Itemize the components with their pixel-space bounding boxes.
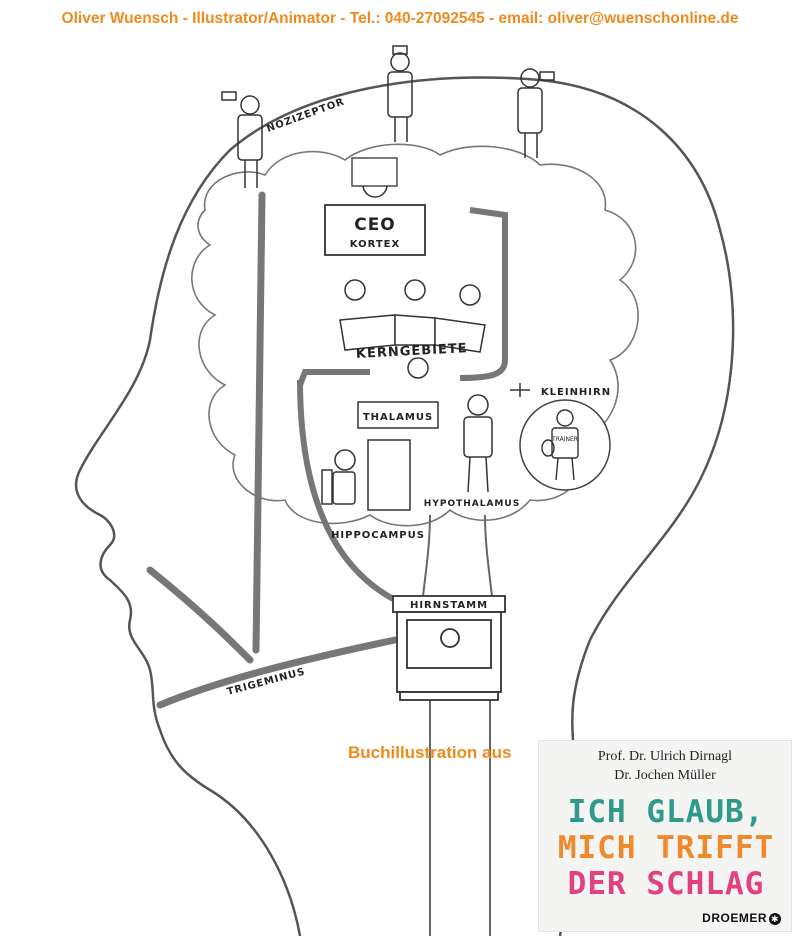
nozizeptor-label: NOZIZEPTOR bbox=[265, 96, 346, 134]
trigeminus-nerve bbox=[146, 566, 399, 709]
publisher-logo: DROEMER✱ bbox=[702, 911, 781, 925]
book-title-line-1: ICH GLAUB, bbox=[567, 794, 765, 830]
observer-figure-right bbox=[517, 68, 555, 158]
hirnstamm-booth bbox=[392, 595, 506, 701]
kortex-label: KORTEX bbox=[350, 239, 400, 250]
thalamus-pathway bbox=[297, 369, 370, 387]
observer-figure-middle bbox=[387, 45, 413, 142]
book-authors: Prof. Dr. Ulrich Dirnagl Dr. Jochen Müll… bbox=[539, 741, 791, 785]
publisher-name: DROEMER bbox=[702, 911, 767, 925]
ceo-kortex-desk bbox=[324, 157, 426, 256]
kleinhirn-bubble bbox=[519, 399, 611, 491]
trainer-figure bbox=[541, 409, 579, 481]
book-cover: Prof. Dr. Ulrich Dirnagl Dr. Jochen Müll… bbox=[538, 740, 792, 932]
publisher-mark: ✱ bbox=[769, 912, 781, 925]
book-title-line-3: DER SCHLAG bbox=[567, 866, 765, 902]
book-author-1: Prof. Dr. Ulrich Dirnagl bbox=[597, 749, 733, 764]
kleinhirn-label: KLEINHIRN bbox=[541, 387, 611, 398]
credit-header: Oliver Wuensch - Illustrator/Animator - … bbox=[61, 10, 739, 27]
promo-text: Buchillustration aus bbox=[348, 743, 512, 762]
nozizeptor-nerve bbox=[252, 191, 266, 654]
kortex-pathway bbox=[459, 207, 508, 381]
hypothalamus-label: HYPOTHALAMUS bbox=[424, 499, 520, 509]
thalamus-label: THALAMUS bbox=[363, 412, 433, 423]
ceo-label: CEO bbox=[354, 215, 396, 235]
hippocampus-pathway bbox=[297, 379, 397, 603]
spinal-cord bbox=[429, 700, 491, 936]
kerngebiete-label: KERNGEBIETE bbox=[356, 341, 468, 362]
kerngebiete-podium bbox=[339, 279, 486, 353]
thalamus-desk bbox=[357, 357, 439, 429]
trainer-label: TRAINER bbox=[551, 436, 578, 443]
hippocampus-desk bbox=[321, 439, 411, 511]
hypothalamus-figure bbox=[463, 383, 530, 493]
observer-figure-left bbox=[221, 91, 263, 188]
book-author-2: Dr. Jochen Müller bbox=[614, 768, 716, 783]
hippocampus-label: HIPPOCAMPUS bbox=[331, 530, 425, 541]
book-title-line-2: MICH TRIFFT bbox=[557, 830, 775, 866]
hirnstamm-label: HIRNSTAMM bbox=[410, 600, 488, 611]
head-outline bbox=[74, 76, 735, 936]
